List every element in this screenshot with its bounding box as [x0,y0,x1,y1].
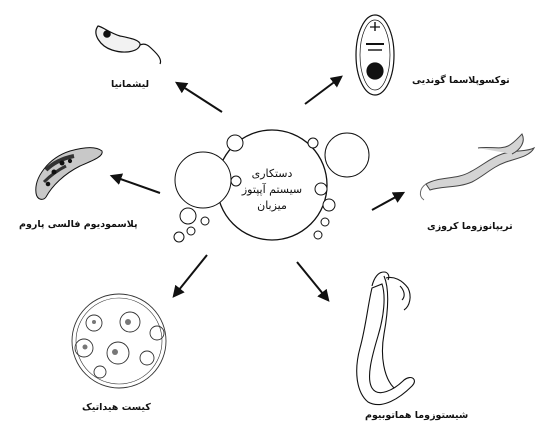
toxoplasma-label: توکسوپلاسما گوندیی [412,75,510,86]
leishmania-label: لیشمانیا [111,79,149,90]
schistosoma-icon [357,272,415,405]
small-cell [314,231,322,239]
trypanosoma-icon [420,134,534,200]
arrow-to-hydatid [174,255,207,296]
arrow-to-trypanosoma [372,193,403,210]
arrow-to-leishmania [177,83,222,112]
center-title-line-1: دستکاری [218,167,326,181]
arrow-to-schistosoma [297,262,328,300]
trypanosoma-label: تریپانوزوما کروزی [427,221,513,232]
small-cell [187,227,195,235]
small-cell [321,218,329,226]
small-cell [227,135,243,151]
schistosoma-label: شیستوزوما هماتوبیوم [365,410,468,421]
arrow-to-toxoplasma [305,77,341,104]
small-cell [201,217,209,225]
small-cell [174,232,184,242]
toxoplasma-icon [356,15,394,95]
hydatid-cyst-icon [72,294,166,388]
small-cell [308,138,318,148]
center-title-line-2: سیستم آپپتوز [218,183,326,197]
leishmania-icon [96,26,161,64]
right-top-cell [325,133,369,177]
plasmodium-icon [36,148,102,200]
small-cell [180,208,196,224]
plasmodium-label: پلاسمودیوم فالسی پاروم [19,219,138,230]
hydatid-label: کیست هیداتیک [82,402,151,413]
center-title-line-3: میزبان [218,199,326,213]
arrow-to-plasmodium [112,176,160,193]
